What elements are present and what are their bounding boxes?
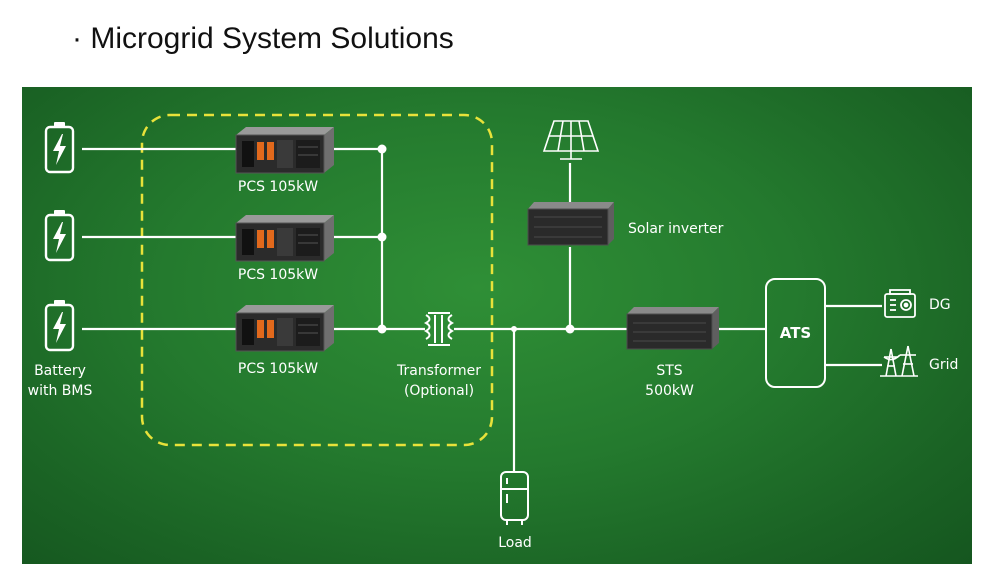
diagram-canvas: [44, 113, 918, 525]
wiring: [82, 147, 882, 472]
transformer-icon: [423, 312, 455, 346]
solar-panel-icon: [542, 120, 600, 160]
pcs-label: PCS 105kW: [237, 179, 319, 195]
pcs-group-boundary: [140, 113, 494, 447]
battery-icon: [44, 300, 75, 352]
inverter-icon: [527, 202, 614, 246]
grid-label: Grid: [929, 357, 959, 373]
ats-label: ATS: [779, 324, 812, 342]
junction-dot: [511, 326, 517, 332]
ats-box: [765, 278, 826, 388]
load-label: Load: [498, 535, 532, 551]
battery-icon: [44, 122, 75, 174]
sts-label-line2: 500kW: [645, 383, 694, 399]
page-title: · Microgrid System Solutions: [72, 22, 454, 55]
diagram-panel: Battery with BMS PCS 105kW PCS 105kW PCS…: [22, 87, 972, 564]
pcs-label: PCS 105kW: [237, 361, 319, 377]
transformer-label-line2: (Optional): [403, 383, 475, 399]
pcs-icon: [235, 127, 334, 174]
sts-label-line1: STS: [656, 363, 683, 379]
junction-dot: [565, 324, 575, 334]
sts-label: STS 500kW: [627, 361, 712, 401]
pcs-icon: [235, 305, 334, 352]
battery-icon: [44, 210, 75, 262]
transmission-tower-icon: [880, 345, 918, 377]
pcs-label: PCS 105kW: [237, 267, 319, 283]
transformer-label-line1: Transformer: [396, 363, 481, 379]
junction-dot: [377, 232, 387, 242]
transformer-label: Transformer (Optional): [384, 361, 494, 401]
junctions: [377, 144, 575, 334]
solar-inverter-label: Solar inverter: [628, 221, 724, 237]
dg-label: DG: [929, 297, 951, 313]
battery-label: Battery with BMS: [22, 361, 98, 401]
battery-label-line1: Battery: [34, 363, 86, 379]
refrigerator-icon: [500, 471, 529, 525]
battery-label-line2: with BMS: [27, 383, 93, 399]
sts-icon: [626, 307, 719, 350]
generator-icon: [884, 289, 916, 318]
junction-dot: [377, 324, 387, 334]
junction-dot: [377, 144, 387, 154]
pcs-icon: [235, 215, 334, 262]
